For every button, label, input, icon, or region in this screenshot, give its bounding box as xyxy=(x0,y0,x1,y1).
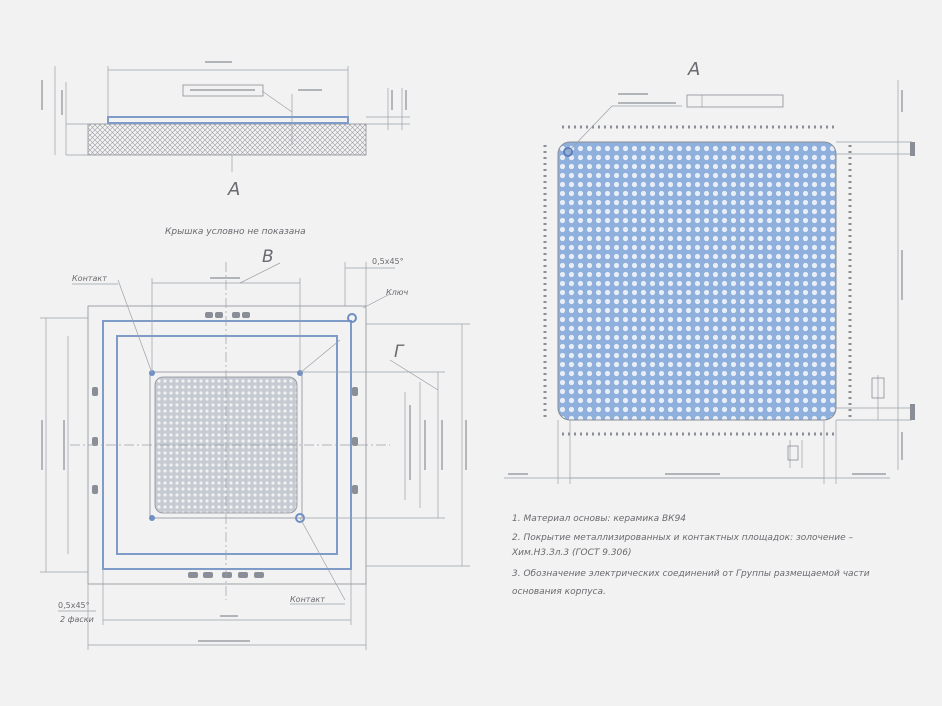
label-g: Г xyxy=(394,342,405,362)
key-marker xyxy=(347,313,357,323)
leader-key: Ключ xyxy=(386,288,409,297)
right-tick-bottom xyxy=(910,404,915,420)
dim-label-strokes xyxy=(41,61,903,642)
leader-contact-bottom: Контакт xyxy=(290,595,325,604)
note-3-cont: основания корпуса. xyxy=(512,587,606,597)
right-tick-top xyxy=(910,142,915,156)
view-label-a-top: A xyxy=(687,59,700,80)
lid-section xyxy=(107,116,349,124)
side-view: A xyxy=(54,66,410,200)
pad-group-left xyxy=(92,387,98,494)
bump-array xyxy=(557,141,837,421)
pad-group-bottom xyxy=(188,572,264,578)
plan-view: В 0,5х45° Ключ Контакт Г 0 xyxy=(40,247,470,650)
notes-block: 1. Материал основы: керамика ВК94 2. Пок… xyxy=(511,514,870,597)
pad-group-top xyxy=(205,312,250,318)
contact-marker-bl xyxy=(149,515,155,521)
view-label-a-side: A xyxy=(227,179,240,200)
key-marker-a xyxy=(563,147,573,157)
chamfer-top: 0,5х45° xyxy=(372,257,404,266)
substrate-section xyxy=(87,123,367,156)
note-3: 3. Обозначение электрических соединений … xyxy=(512,569,870,579)
chamfer-bottom: 0,5х45° xyxy=(58,601,90,610)
chamfer-faces: 2 фаски xyxy=(60,615,94,624)
label-b: В xyxy=(262,247,274,267)
lid-caption: Крышка условно не показана xyxy=(165,227,306,237)
view-a: A xyxy=(41,59,915,642)
note-2: 2. Покрытие металлизированных и контактн… xyxy=(512,533,854,543)
note-2-cont: Хим.Н3.Зл.3 (ГОСТ 9.306) xyxy=(511,548,632,558)
leader-contact-top: Контакт xyxy=(72,274,107,283)
pad-group-right xyxy=(352,387,358,494)
note-1: 1. Материал основы: керамика ВК94 xyxy=(512,514,686,524)
